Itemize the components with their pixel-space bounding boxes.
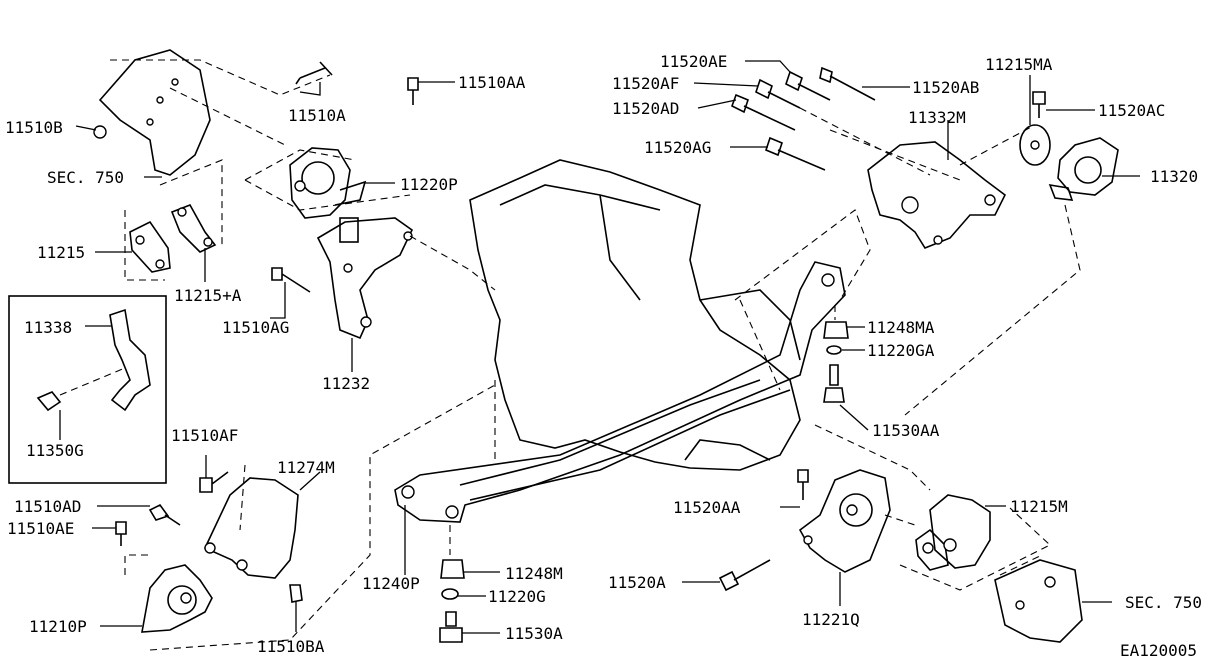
bolts-left bbox=[93, 61, 419, 603]
rear-insulator-pads bbox=[899, 494, 1051, 591]
label-11215MA: 11215MA bbox=[985, 55, 1053, 74]
left-mount-insulator bbox=[124, 384, 496, 651]
label-11320: 11320 bbox=[1150, 167, 1198, 186]
body-part-right bbox=[994, 555, 1083, 643]
inset-detail-box bbox=[8, 295, 167, 484]
center-right-fasteners bbox=[823, 305, 849, 403]
label-11215M: 11215M bbox=[1010, 497, 1068, 516]
label-11232: 11232 bbox=[322, 374, 370, 393]
label-11530AA: 11530AA bbox=[872, 421, 940, 440]
label-sec750-left: SEC. 750 bbox=[47, 168, 124, 187]
label-11220G: 11220G bbox=[488, 587, 546, 606]
label-11520AB: 11520AB bbox=[912, 78, 979, 97]
label-11220P: 11220P bbox=[400, 175, 458, 194]
label-11332M: 11332M bbox=[908, 108, 966, 127]
rear-mount-bracket bbox=[203, 464, 299, 579]
rear-mount-lower bbox=[718, 424, 931, 592]
label-11520AA: 11520AA bbox=[673, 498, 741, 517]
label-11510AE: 11510AE bbox=[7, 519, 74, 538]
center-member bbox=[394, 261, 846, 523]
label-11510AA: 11510AA bbox=[458, 73, 526, 92]
label-sec750-right: SEC. 750 bbox=[1125, 593, 1202, 612]
front-mount-insulator bbox=[244, 147, 411, 219]
label-11248MA: 11248MA bbox=[867, 318, 935, 337]
label-11350G: 11350G bbox=[26, 441, 84, 460]
label-11530A: 11530A bbox=[505, 624, 563, 643]
insulator-pads bbox=[129, 204, 217, 273]
leader-lines bbox=[59, 60, 1140, 634]
part-labels: 11510B SEC. 750 11510A 11510AA 11220P 11… bbox=[5, 52, 1202, 660]
label-11221Q: 11221Q bbox=[802, 610, 860, 629]
label-11248M: 11248M bbox=[505, 564, 563, 583]
label-11210P: 11210P bbox=[29, 617, 87, 636]
front-mount-bracket bbox=[316, 217, 496, 340]
center-bottom-fasteners bbox=[439, 380, 496, 643]
label-11520AG: 11520AG bbox=[644, 138, 711, 157]
label-11510B: 11510B bbox=[5, 118, 63, 137]
label-11520A: 11520A bbox=[608, 573, 666, 592]
rear-mount-bracket-upper bbox=[799, 107, 1007, 249]
label-11510AD: 11510AD bbox=[14, 497, 81, 516]
label-11220GA: 11220GA bbox=[867, 341, 935, 360]
engine-block bbox=[469, 159, 801, 471]
label-11338: 11338 bbox=[24, 318, 72, 337]
label-11274M: 11274M bbox=[277, 458, 335, 477]
label-11510AF: 11510AF bbox=[171, 426, 238, 445]
label-11510BA: 11510BA bbox=[257, 637, 325, 656]
label-11520AF: 11520AF bbox=[612, 74, 679, 93]
right-mount-insulator bbox=[734, 124, 1119, 416]
figure-code: EA120005 bbox=[1120, 641, 1197, 660]
label-11510A: 11510A bbox=[288, 106, 346, 125]
label-11510AG: 11510AG bbox=[222, 318, 289, 337]
label-11520AD: 11520AD bbox=[612, 99, 679, 118]
label-11215: 11215 bbox=[37, 243, 85, 262]
label-11215A: 11215+A bbox=[174, 286, 242, 305]
label-11520AE: 11520AE bbox=[660, 52, 727, 71]
label-11240P: 11240P bbox=[362, 574, 420, 593]
label-11520AC: 11520AC bbox=[1098, 101, 1165, 120]
left-body-bracket bbox=[98, 49, 331, 281]
bolts-upper-right bbox=[731, 66, 1046, 171]
